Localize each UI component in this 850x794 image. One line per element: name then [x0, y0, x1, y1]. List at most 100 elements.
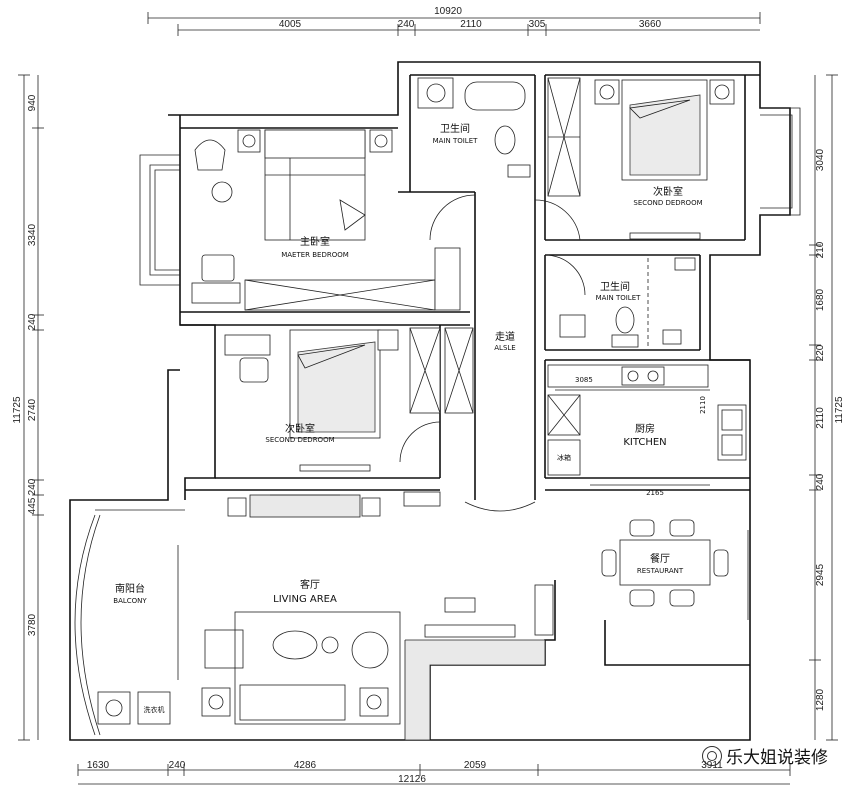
dim-top-4: 305 — [529, 19, 546, 30]
room-label-balcony-en: BALCONY — [113, 597, 147, 605]
side-table-icon — [321, 636, 339, 654]
toilet-icon — [615, 306, 635, 334]
desk — [191, 282, 241, 304]
armchair-icon — [194, 139, 226, 171]
living-counter — [404, 584, 554, 741]
tv-wall-cabinet — [227, 494, 381, 518]
room-label-toilet-right-en: MAIN TOILET — [596, 294, 642, 302]
drain-icon — [662, 329, 682, 345]
door-arc — [399, 421, 441, 463]
dim-right-total: 11725 — [834, 396, 845, 424]
lamp-icon — [714, 84, 730, 100]
fridge-label: 冰箱 — [557, 453, 571, 462]
second-bay-window — [760, 107, 801, 216]
master-wardrobe — [244, 279, 436, 311]
dim-right-1: 3040 — [815, 148, 826, 171]
room-label-balcony-cn: 南阳台 — [115, 582, 145, 595]
room-label-master-cn: 主卧室 — [300, 235, 330, 248]
hall-wardrobe — [547, 77, 581, 197]
room-label-toilet-top-en: MAIN TOILET — [433, 137, 479, 145]
dim-right-5: 2110 — [815, 407, 826, 429]
dimension-lines — [18, 12, 838, 785]
aisle-cabinets — [409, 327, 474, 414]
tv-cabinet — [629, 232, 701, 240]
round-table-icon — [351, 631, 389, 669]
dim-left-2: 3340 — [27, 223, 38, 246]
room-label-toilet-top-cn: 卫生间 — [440, 122, 470, 135]
dining-table — [601, 519, 729, 607]
desk — [224, 334, 271, 356]
dim-kitchen-height: 2110 — [699, 396, 707, 414]
room-label-master-en: MAETER BEDROOM — [281, 251, 349, 259]
door-arc — [464, 501, 536, 512]
dim-left-6: 3780 — [27, 613, 38, 636]
dim-top-2: 240 — [398, 19, 415, 30]
toilet-icon — [494, 125, 516, 155]
dim-top-5: 3660 — [639, 19, 662, 30]
lamp-icon — [599, 84, 615, 100]
tv-cabinet — [299, 464, 371, 472]
basin-icon — [426, 83, 446, 103]
dim-right-3: 1680 — [815, 288, 826, 311]
dim-kitchen-width: 3085 — [575, 376, 593, 384]
room-label-aisle-en: ALSLE — [494, 344, 515, 352]
nightstand-left — [237, 129, 261, 153]
dim-bottom-3: 4286 — [294, 760, 317, 771]
room-label-dining-cn: 餐厅 — [650, 552, 670, 565]
nightstand-left — [594, 79, 620, 105]
top-toilet — [417, 77, 531, 178]
dim-bottom-5: 3911 — [701, 760, 723, 771]
dim-right-4: 220 — [815, 344, 826, 361]
side-table-icon — [211, 181, 233, 203]
room-label-living-en: LIVING AREA — [273, 594, 337, 605]
master-bay-window — [139, 154, 180, 286]
dim-top-3: 2110 — [460, 19, 482, 30]
watermark-text: 乐大姐说装修 — [726, 748, 828, 768]
bathtub-icon — [464, 81, 526, 111]
rug — [234, 611, 401, 725]
coffee-table-icon — [272, 630, 318, 660]
armchair-icon — [204, 629, 244, 669]
lamp-icon — [242, 134, 256, 148]
dim-right-8: 1280 — [815, 688, 826, 711]
room-label-kitchen-cn: 厨房 — [635, 422, 655, 435]
second-bed-tr — [621, 79, 708, 181]
room-label-second-mid-cn: 次卧室 — [285, 422, 315, 435]
room-label-second-mid-en: SECOND DEDROOM — [265, 436, 334, 444]
room-label-second-tr-cn: 次卧室 — [653, 185, 683, 198]
balcony-glazing — [74, 509, 185, 736]
dim-left-1: 940 — [27, 94, 38, 111]
side-table-left — [201, 687, 231, 717]
second-bed-mid — [289, 329, 381, 439]
room-label-second-tr-en: SECOND DEDROOM — [633, 199, 702, 207]
dim-bottom-total: 12126 — [398, 774, 426, 785]
nightstand-right — [709, 79, 735, 105]
shoe-cabinet — [403, 491, 441, 507]
dim-left-5: 240 — [27, 478, 38, 495]
door-arc — [429, 194, 476, 241]
fridge — [547, 439, 581, 476]
dim-bottom-1: 1630 — [87, 760, 110, 771]
dim-left-4: 2740 — [27, 398, 38, 421]
nightstand — [377, 329, 399, 351]
master-bed — [264, 129, 366, 241]
sink-icon — [717, 404, 747, 461]
sofa-icon — [239, 684, 346, 721]
room-label-toilet-right-cn: 卫生间 — [600, 280, 630, 293]
door-arc — [534, 199, 581, 241]
master-wardrobe-side — [434, 247, 461, 311]
lamp-icon — [374, 134, 388, 148]
watermark: 乐大姐说装修 — [702, 743, 828, 768]
dim-right-2: 210 — [815, 241, 826, 258]
dim-bottom-2: 240 — [169, 760, 186, 771]
dim-bottom-4: 2059 — [464, 760, 487, 771]
washer-icon — [674, 257, 696, 271]
nightstand-right — [369, 129, 393, 153]
chair-icon — [201, 254, 235, 282]
dim-left-extra: 445 — [27, 497, 38, 514]
wechat-icon — [702, 745, 722, 766]
washing-machine-icon — [137, 691, 171, 725]
dim-kitchen-counter: 2165 — [646, 489, 664, 497]
room-label-aisle-cn: 走道 — [495, 330, 515, 343]
door-arc — [544, 254, 586, 296]
